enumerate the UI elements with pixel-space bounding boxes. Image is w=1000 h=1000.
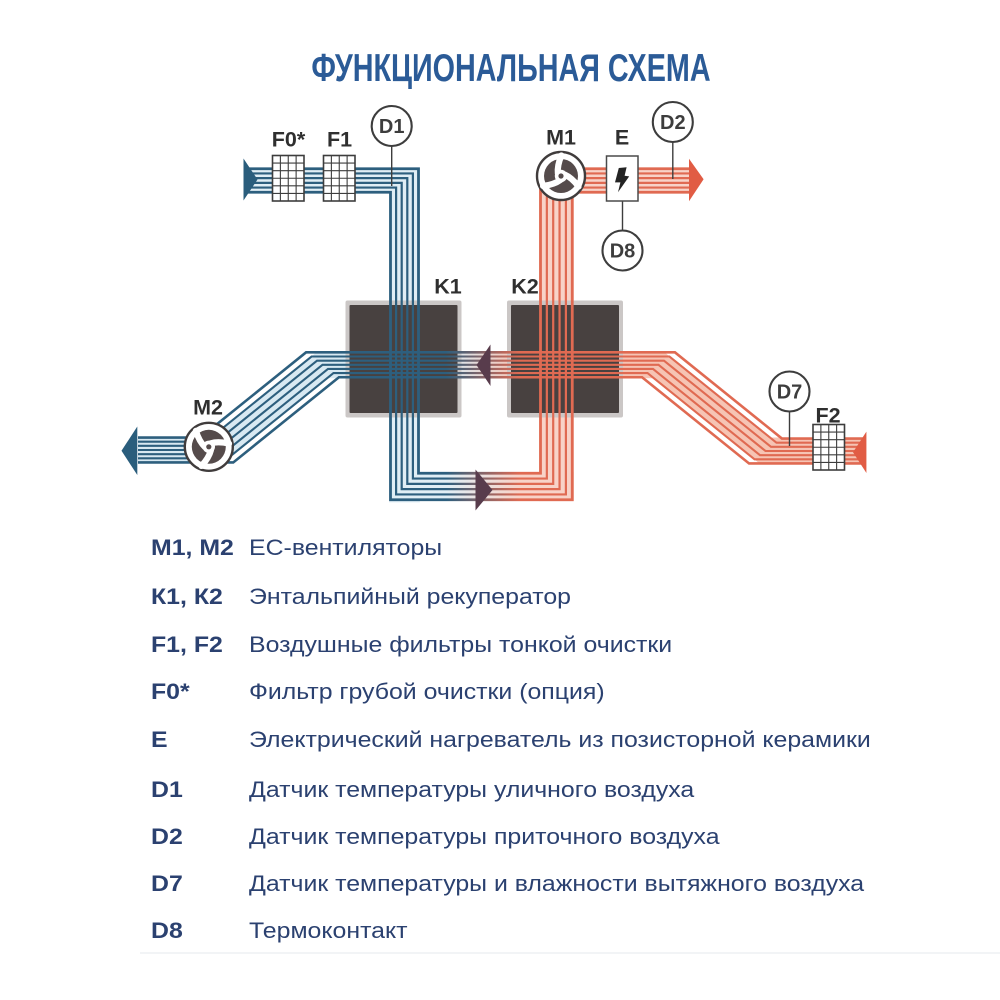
svg-text:E: E: [615, 126, 629, 150]
svg-text:M2: M2: [193, 396, 223, 420]
svg-text:D2: D2: [660, 112, 686, 134]
svg-text:K1: K1: [434, 275, 462, 299]
svg-text:F0*: F0*: [272, 128, 306, 152]
svg-text:D8: D8: [610, 241, 636, 263]
svg-text:F1: F1: [327, 128, 352, 152]
svg-text:K2: K2: [511, 275, 539, 299]
svg-text:D1: D1: [379, 116, 405, 138]
svg-text:M1: M1: [546, 126, 576, 150]
svg-text:D7: D7: [777, 382, 803, 404]
svg-text:F2: F2: [815, 404, 840, 428]
